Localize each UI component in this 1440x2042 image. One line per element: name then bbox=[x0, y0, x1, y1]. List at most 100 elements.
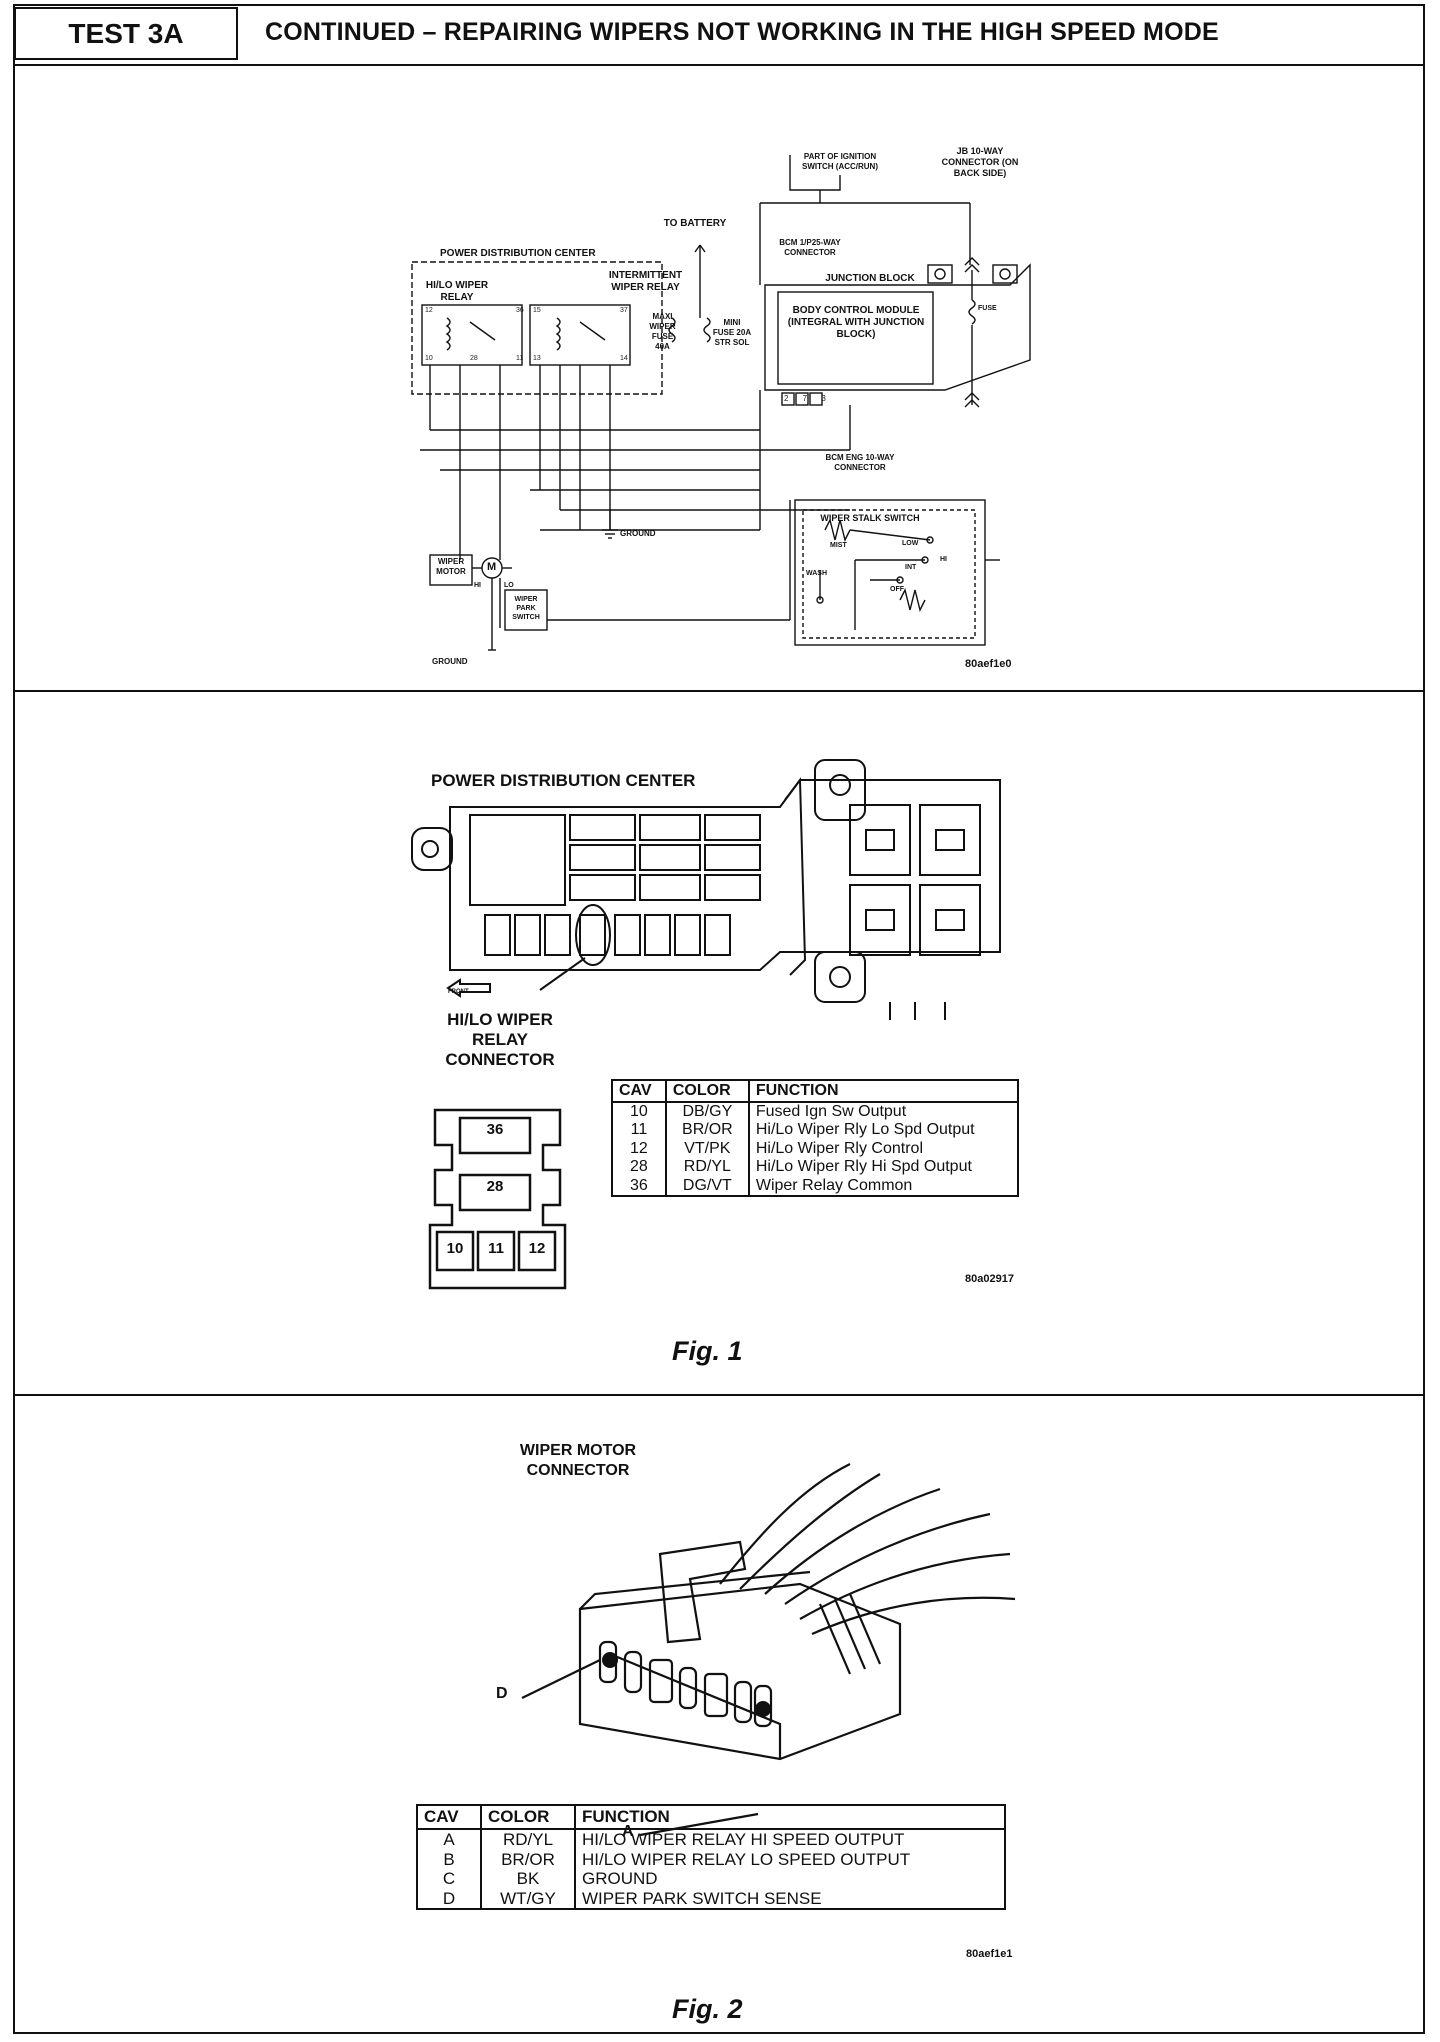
fig1-title: POWER DISTRIBUTION CENTER bbox=[431, 771, 696, 790]
table-row: A RD/YL HI/LO WIPER RELAY HI SPEED OUTPU… bbox=[416, 1829, 1006, 1850]
bcm-connector-label: BCM 1/P25-WAY CONNECTOR bbox=[779, 238, 841, 257]
col-cav: CAV bbox=[416, 1804, 482, 1830]
wiper-motor-label: WIPER MOTOR bbox=[436, 557, 466, 576]
col-cav: CAV bbox=[611, 1079, 667, 1103]
motor-lo-label: LO bbox=[504, 582, 514, 589]
cell-function: WIPER PARK SWITCH SENSE bbox=[574, 1888, 1006, 1911]
cell-function: Wiper Relay Common bbox=[747, 1176, 1020, 1197]
pdc-label: POWER DISTRIBUTION CENTER bbox=[440, 248, 596, 259]
pin-15: 15 bbox=[533, 307, 541, 314]
page-frame bbox=[13, 4, 1425, 2034]
off-label: OFF bbox=[890, 586, 904, 593]
stalk-switch-label: WIPER STALK SWITCH bbox=[820, 513, 920, 523]
cell-color: DG/VT bbox=[664, 1176, 750, 1197]
cell-function: HI/LO WIPER RELAY LO SPEED OUTPUT bbox=[574, 1849, 1006, 1870]
cav-10: 10 bbox=[446, 1240, 464, 1257]
hi-lo-relay-label: HI/LO WIPER RELAY bbox=[425, 280, 489, 303]
wiring-schematic bbox=[411, 155, 1031, 651]
jb-fuse-label: FUSE bbox=[978, 305, 997, 312]
junction-block-label: JUNCTION BLOCK bbox=[825, 273, 915, 284]
page-title: CONTINUED – REPAIRING WIPERS NOT WORKING… bbox=[265, 18, 1219, 46]
pin-36: 36 bbox=[516, 307, 524, 314]
cell-color: VT/PK bbox=[664, 1139, 750, 1159]
cav-28: 28 bbox=[486, 1178, 504, 1195]
cell-cav: 11 bbox=[611, 1121, 667, 1140]
cell-color: DB/GY bbox=[664, 1102, 750, 1122]
jb-connector-label: JB 10-WAY CONNECTOR (ON BACK SIDE) bbox=[941, 146, 1019, 178]
fig2-title: WIPER MOTOR CONNECTOR bbox=[519, 1442, 637, 1479]
motor-hi-label: HI bbox=[474, 582, 481, 589]
fig2-pin-table: CAV COLOR FUNCTION A RD/YL HI/LO WIPER R… bbox=[416, 1804, 1006, 1911]
fig2-caption: Fig. 2 bbox=[672, 1994, 743, 2024]
table-row: 12 VT/PK Hi/Lo Wiper Rly Control bbox=[611, 1139, 1020, 1159]
cav-36: 36 bbox=[486, 1121, 504, 1138]
motor-symbol: M bbox=[487, 561, 497, 573]
table-row: D WT/GY WIPER PARK SWITCH SENSE bbox=[416, 1888, 1006, 1911]
table-row: C BK GROUND bbox=[416, 1869, 1006, 1889]
pin-37: 37 bbox=[620, 307, 628, 314]
table-row: B BR/OR HI/LO WIPER RELAY LO SPEED OUTPU… bbox=[416, 1849, 1006, 1870]
cell-cav: 12 bbox=[611, 1139, 667, 1159]
cell-color: BR/OR bbox=[664, 1121, 750, 1140]
image-ref: 80aef1e0 bbox=[965, 658, 1012, 670]
bcm-pins: 2 7 3 bbox=[784, 394, 832, 403]
ignition-switch-label: PART OF IGNITION SWITCH (ACC/RUN) bbox=[802, 152, 878, 171]
mini-fuse-label: MINI FUSE 20A STR SOL bbox=[712, 318, 752, 347]
bcm-label: BODY CONTROL MODULE (INTEGRAL WITH JUNCT… bbox=[787, 305, 925, 340]
table-row: 28 RD/YL Hi/Lo Wiper Rly Hi Spd Output bbox=[611, 1158, 1020, 1177]
park-switch-label: WIPER PARK SWITCH bbox=[512, 596, 540, 621]
cell-function: Fused Ign Sw Output bbox=[747, 1102, 1020, 1122]
col-function: FUNCTION bbox=[574, 1804, 1006, 1830]
low-label: LOW bbox=[902, 540, 919, 547]
table-row: 36 DG/VT Wiper Relay Common bbox=[611, 1176, 1020, 1197]
section-divider bbox=[13, 690, 1425, 692]
cell-color: RD/YL bbox=[664, 1158, 750, 1177]
pin-13: 13 bbox=[533, 355, 541, 362]
intermittent-relay-label: INTERMITTENT WIPER RELAY bbox=[608, 270, 683, 293]
mist-label: MIST bbox=[830, 542, 847, 549]
cell-function: GROUND bbox=[574, 1869, 1006, 1889]
cell-cav: 28 bbox=[611, 1158, 667, 1177]
cell-cav: 10 bbox=[611, 1102, 667, 1122]
pin-11: 11 bbox=[516, 355, 524, 362]
hi-switch-label: HI bbox=[940, 556, 947, 563]
col-color: COLOR bbox=[480, 1804, 576, 1830]
fig1-image-ref: 80a02917 bbox=[965, 1273, 1014, 1285]
cell-cav: 36 bbox=[611, 1176, 667, 1197]
cell-cav: B bbox=[416, 1849, 482, 1870]
table-row: 11 BR/OR Hi/Lo Wiper Rly Lo Spd Output bbox=[611, 1121, 1020, 1140]
connector-label: HI/LO WIPER RELAY CONNECTOR bbox=[445, 1010, 555, 1069]
int-label: INT bbox=[905, 564, 917, 571]
page-header bbox=[13, 4, 1425, 66]
pin-12: 12 bbox=[425, 307, 433, 314]
cell-function: Hi/Lo Wiper Rly Control bbox=[747, 1139, 1020, 1159]
pin-d-label: D bbox=[496, 1685, 508, 1702]
wash-label: WASH bbox=[806, 570, 827, 577]
cell-cav: A bbox=[416, 1829, 482, 1850]
cell-color: BK bbox=[480, 1869, 576, 1889]
pin-10: 10 bbox=[425, 355, 433, 362]
cell-function: Hi/Lo Wiper Rly Hi Spd Output bbox=[747, 1158, 1020, 1177]
cell-color: RD/YL bbox=[480, 1829, 576, 1850]
col-function: FUNCTION bbox=[747, 1079, 1020, 1103]
wiper-motor-connector-illustration bbox=[521, 1463, 1016, 1837]
pin-28: 28 bbox=[470, 355, 478, 362]
test-label: TEST 3A bbox=[14, 7, 238, 60]
maxi-fuse-label: MAXI WIPER FUSE 40A bbox=[649, 312, 676, 351]
ground-label-2: GROUND bbox=[432, 657, 468, 666]
cav-12: 12 bbox=[528, 1240, 546, 1257]
cell-cav: C bbox=[416, 1869, 482, 1889]
cell-color: BR/OR bbox=[480, 1849, 576, 1870]
pdc-illustration bbox=[411, 759, 1001, 1290]
pin-14: 14 bbox=[620, 355, 628, 362]
to-battery-label: TO BATTERY bbox=[663, 218, 727, 229]
bcm-eng-connector-label: BCM ENG 10-WAY CONNECTOR bbox=[825, 453, 895, 472]
fig1-caption: Fig. 1 bbox=[672, 1336, 743, 1366]
cell-function: Hi/Lo Wiper Rly Lo Spd Output bbox=[747, 1121, 1020, 1140]
fig2-image-ref: 80aef1e1 bbox=[966, 1948, 1013, 1960]
cell-function: HI/LO WIPER RELAY HI SPEED OUTPUT bbox=[574, 1829, 1006, 1850]
cell-color: WT/GY bbox=[480, 1888, 576, 1911]
front-label: FRONT bbox=[448, 989, 469, 995]
section-divider bbox=[13, 1394, 1425, 1396]
col-color: COLOR bbox=[664, 1079, 750, 1103]
